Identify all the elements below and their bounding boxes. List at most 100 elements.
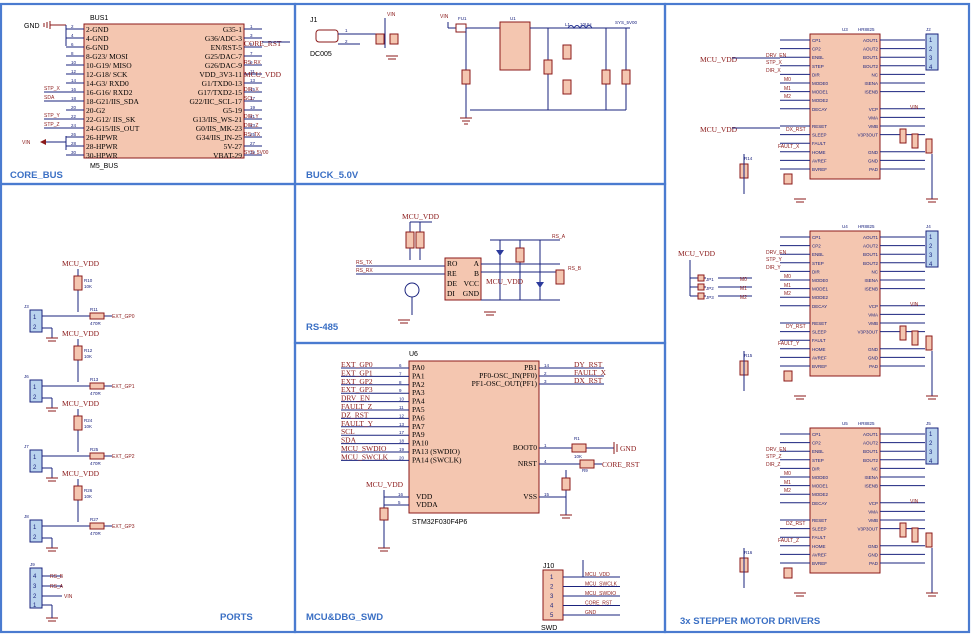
driver-m1: M1 [784,283,791,289]
driver-left-pin: AVREF [812,355,827,360]
u6-left-net: DRV_EN [341,394,371,403]
u6-right-num: 2 [544,371,547,376]
u6-left-net: MCU_SWDIO [341,444,387,453]
bus1-vin-label: VIN [22,140,31,146]
port-r2-val: 470R [90,461,102,466]
bus1-body [83,23,245,159]
bus1-left-num: 18 [71,96,77,101]
bus1-left-pin: 20-G2 [86,106,105,115]
driver-conn [925,427,939,465]
driver-conn-pin: 3 [929,450,933,456]
rs485-vdd-2: MCU_VDD [486,277,524,286]
driver-right-pin: AOUT2 [863,244,879,249]
bus1-right-pin: G36/ADC-3 [205,34,242,43]
u6-right-num: 1 [544,443,547,448]
jp3-label: JP3 [706,295,714,300]
port-r2: R13 [90,377,99,382]
port-r2: R25 [90,447,99,452]
driver-right-pin: NC [872,72,879,77]
u6-left-net: FAULT_Y [341,419,374,428]
title-core-bus: CORE_BUS [10,170,63,181]
bus1-left-num: 24 [71,123,77,128]
driver-en: DRV_EN [766,250,787,256]
driver-conn-pin: 1 [929,235,933,241]
port-series-r [89,382,105,390]
port-pin-1: 1 [33,385,37,391]
driver-left-pin: MODE0 [812,81,829,86]
bus1-right-num: 7 [250,51,253,56]
driver-left-pin: MODE2 [812,295,829,300]
u6-left-pin: PA13 (SWDIO) [412,447,460,456]
driver-left-pin: CP2 [812,441,821,446]
driver-conn-ref: J2 [926,27,931,32]
port-net: EXT_GP2 [112,454,135,460]
title-drivers: 3x STEPPER MOTOR DRIVERS [680,616,820,627]
u6-name: STM32F030F4P6 [412,519,467,526]
bus1-right-pin: G34/IIS_IN-25 [196,133,242,142]
driver-right-pin: ISENB [864,90,878,95]
rs485-tx: RS_TX [356,260,373,266]
driver-left-pin: SLEEP [812,330,827,335]
driver-vin: VIN [910,499,919,505]
j10-pin-num: 3 [550,594,554,600]
u6-left-net: SDA [341,436,357,445]
ports-circuit: MCU_VDDR1010KJ312R11470REXT_GP0MCU_VDDR1… [24,259,135,552]
port-vdd: MCU_VDD [62,259,100,268]
bus1-left-num: 26 [71,132,77,137]
port-pullup [73,345,83,361]
svg-text:1: 1 [345,28,348,33]
driver-right-pin: PAD [869,167,879,172]
u1-ref: U1 [510,16,516,21]
port-pin-2: 2 [33,465,37,471]
port-pin-2: 2 [33,325,37,331]
u6-right-pin: VSS [523,492,537,501]
u6-left-pin: PA14 (SWCLK) [412,455,462,464]
port-r1: R24 [84,418,93,423]
driver-left-pin: BVREF [812,167,827,172]
bus1-left-num: 12 [71,69,77,74]
driver-right-pin: VMA [868,509,878,514]
driver-right-pin: AOUT2 [863,441,879,446]
driver-left-pin: RESET [812,124,827,129]
driver-right-pin: VMB [868,518,878,523]
j9-net-rsb: RS_B [50,574,64,580]
driver-right-pin: BOUT2 [863,261,879,266]
u6-left-num: 8 [399,380,402,385]
net-core-rst: CORE_RST [244,39,282,48]
j9-pin-3: 3 [33,584,37,590]
driver-m0: M0 [784,471,791,477]
driver-chip: HR8825 [858,27,875,32]
u2-left-pin: DI [447,289,455,298]
u6-left-net: DZ_RST [341,410,369,419]
rs485-a: RS_A [552,234,566,240]
net-stp-x: STP_X [44,86,61,92]
port-vdd: MCU_VDD [62,469,100,478]
bus1-right-num: 23 [250,123,256,128]
c-in-1 [375,33,385,45]
bus1-right-pin: G13/IIS_WS-21 [193,115,242,124]
driver-r-ref: R15 [744,353,753,358]
bus1-right-pin: G22/IIC_SCL-17 [190,97,243,106]
port-r2-val: 470R [90,531,102,536]
u6-left-num: 12 [399,413,405,418]
driver-left-pin: BVREF [812,364,827,369]
bus1-right-pin: 5V-27 [224,142,243,151]
r1-ref: R1 [574,436,580,441]
u6-left-num: 10 [399,397,405,402]
bus1-right-num: 19 [250,105,256,110]
driver-left-pin: MODE2 [812,98,829,103]
driver-left-pin: DIR [812,466,821,471]
buck-circuit: J1 12 DC005 VIN VIN FU1 U1 L1 10UH SYS_5… [310,12,638,125]
u6-left-num: 7 [399,371,402,376]
u6-left-pin: PA9 [412,430,425,439]
driver-right-pin: BOUT1 [863,449,879,454]
driver-chip: HR8825 [858,224,875,229]
u6-ref: U6 [409,351,418,358]
port-net: EXT_GP0 [112,314,135,320]
driver-right-pin: GND [868,544,879,549]
u6-body [408,360,540,514]
driver-left-pin: STEP [812,64,824,69]
